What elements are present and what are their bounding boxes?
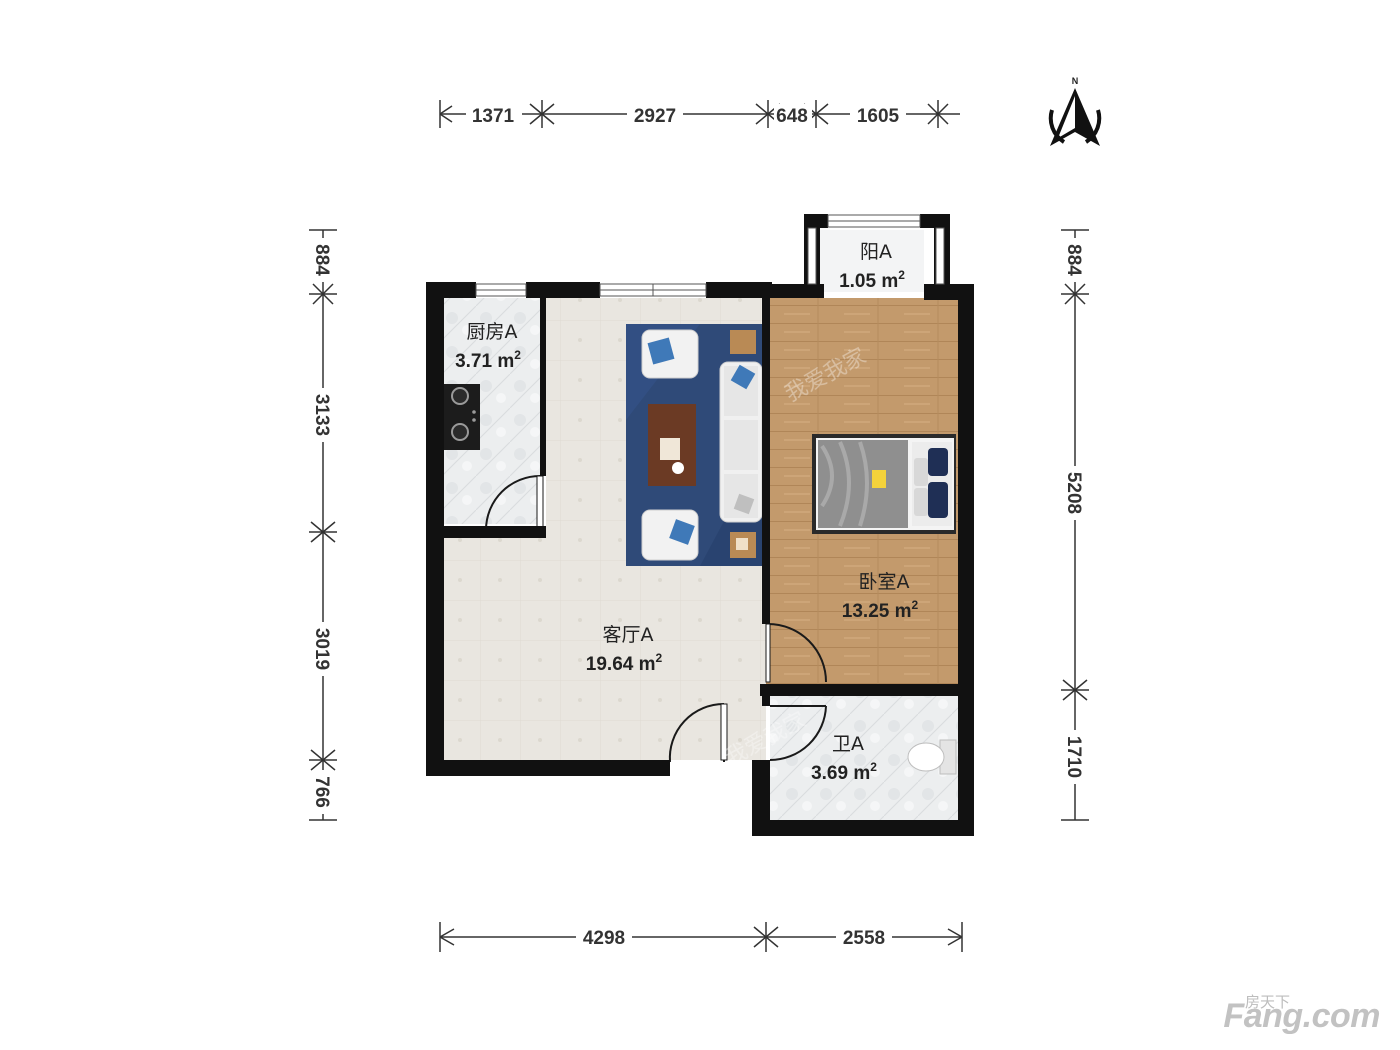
dim-right (1061, 229, 1089, 821)
dim-top-1: 1371 (472, 106, 515, 127)
brand-cn: 房天下 (1244, 993, 1290, 1011)
outer-wall-right (958, 284, 974, 836)
dim-top-4: 1605 (857, 106, 900, 127)
bath-door (769, 705, 827, 761)
bedroom-bath-wall (760, 684, 960, 696)
dim-right-1: 884 (1063, 244, 1084, 276)
brand-logo: 房天下 Fang.com (1223, 993, 1380, 1036)
dim-top-labels: 1371 2927 648 1605 (466, 104, 906, 127)
balcony-area: 1.05 m2 (839, 268, 905, 292)
dim-left (309, 229, 337, 821)
living-furniture (626, 324, 763, 566)
brand-en: Fang.com (1223, 997, 1380, 1035)
compass-label: N (1072, 76, 1079, 86)
room-floors (444, 230, 958, 820)
kitchen-name: 厨房A (467, 321, 518, 343)
dim-right-labels: 884 5208 1710 (1063, 238, 1086, 784)
compass-north-arrow-icon: N (1048, 76, 1102, 146)
dim-left-3: 3019 (311, 628, 332, 670)
toilet (907, 739, 957, 775)
bath-wall-left (752, 760, 770, 836)
dim-left-labels: 884 3133 3019 766 (311, 238, 334, 814)
dim-left-4: 766 (311, 776, 332, 808)
balcony-floor (816, 230, 924, 292)
outer-wall-top-left (426, 282, 476, 298)
bath-wall-bottom (752, 820, 974, 836)
dim-bottom-2: 2558 (843, 928, 885, 949)
living-name: 客厅A (603, 624, 654, 646)
bed (812, 434, 956, 534)
bath-area: 3.69 m2 (811, 760, 877, 784)
side-table (730, 330, 756, 354)
bath-name: 卫A (832, 733, 864, 755)
outer-wall-left (426, 282, 444, 776)
living-area: 19.64 m2 (586, 651, 663, 675)
bedroom-area: 13.25 m2 (842, 598, 919, 622)
kitchen-partition (444, 526, 546, 538)
dim-left-1: 884 (311, 244, 332, 276)
dim-left-2: 3133 (311, 394, 332, 436)
dim-top-3: 648 (776, 106, 808, 127)
dim-bottom-1: 4298 (583, 928, 625, 949)
kitchen-area: 3.71 m2 (455, 348, 521, 372)
dim-bottom-labels: 4298 2558 (576, 926, 892, 949)
room-labels: 厨房A 3.71 m2 阳A 1.05 m2 客厅A 19.64 m2 卧室A … (455, 241, 918, 784)
bedroom-name: 卧室A (859, 571, 910, 593)
windows (475, 214, 945, 297)
outer-wall-bottom (426, 760, 670, 776)
stove (444, 384, 480, 450)
dim-top-2: 2927 (634, 106, 676, 127)
balcony-name: 阳A (860, 241, 892, 263)
dim-right-3: 1710 (1063, 736, 1084, 778)
living-bedroom-wall (762, 298, 770, 624)
dim-right-2: 5208 (1063, 472, 1084, 514)
